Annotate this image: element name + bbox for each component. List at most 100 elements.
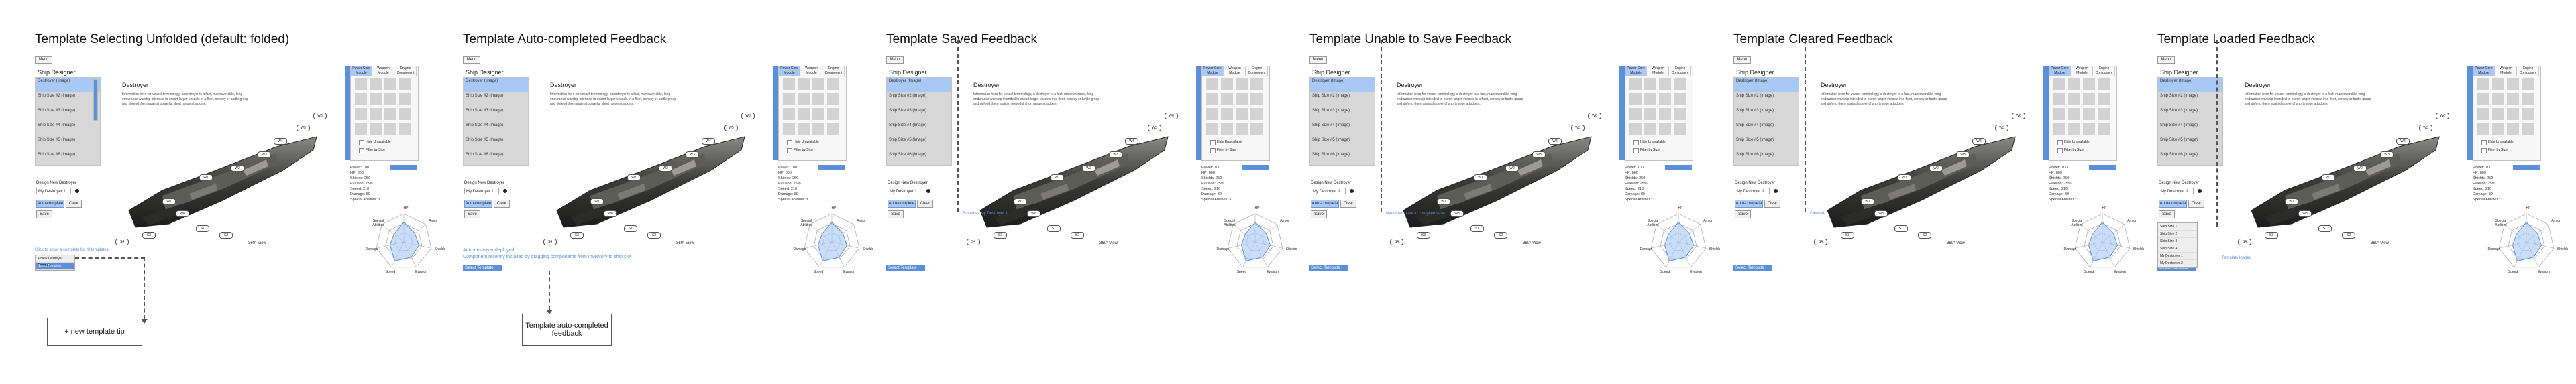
inventory-slot[interactable] (2083, 108, 2095, 120)
clear-button[interactable]: Clear (917, 200, 933, 208)
ship-slot-tag[interactable]: W6 (1165, 113, 1178, 119)
ship-list-item[interactable]: Ship Size #3 (Image) (889, 109, 927, 113)
inventory-slot[interactable] (2477, 78, 2489, 90)
ship-slot-tag[interactable]: W8 (1450, 210, 1464, 217)
inventory-slot[interactable] (2098, 78, 2110, 90)
inventory-slot[interactable] (355, 93, 367, 105)
ship-list-item[interactable]: Ship Size #6 (Image) (1312, 153, 1350, 157)
ship-list-item[interactable]: Ship Size #2 (Image) (466, 94, 504, 98)
ship-slot-tag[interactable]: W8 (1027, 210, 1040, 217)
inventory-slot[interactable] (1236, 93, 1248, 105)
inventory-tab[interactable]: Engine Component (1246, 66, 1268, 76)
ship-slot-tag[interactable]: S1 (2318, 225, 2332, 232)
inventory-slot[interactable] (2477, 93, 2489, 105)
ship-list-item[interactable]: Ship Size #2 (Image) (38, 94, 76, 98)
ship-slot-tag[interactable]: W3 (1109, 151, 1122, 158)
inventory-slot[interactable] (827, 108, 839, 120)
inventory-slot[interactable] (812, 108, 824, 120)
ship-slot-tag[interactable]: W8 (604, 210, 617, 217)
hide-unavailable-checkbox[interactable] (2057, 140, 2063, 145)
inventory-tab[interactable]: Weapon Module (801, 66, 822, 76)
save-button[interactable]: Save (464, 210, 480, 218)
inventory-slot[interactable] (384, 108, 396, 120)
ship-list-item[interactable]: Ship Size #5 (Image) (889, 138, 927, 142)
ship-slot-tag[interactable]: S3 (570, 232, 584, 239)
ship-list-item[interactable]: Ship Size #4 (Image) (889, 123, 927, 127)
inventory-slot[interactable] (783, 123, 795, 135)
inventory-slot[interactable] (812, 93, 824, 105)
inventory-slot[interactable] (2492, 123, 2504, 135)
ship-list-item[interactable]: Ship Size #3 (Image) (466, 109, 504, 113)
inventory-slot[interactable] (1644, 93, 1656, 105)
inventory-slot[interactable] (2477, 123, 2489, 135)
ship-slot-tag[interactable]: S3 (1417, 232, 1430, 239)
inventory-tab[interactable]: Power Core Module (2049, 66, 2071, 76)
inventory-slot[interactable] (798, 108, 810, 120)
ship-slot-tag[interactable]: W1 (627, 174, 641, 181)
inventory-slot[interactable] (783, 108, 795, 120)
inventory-slot[interactable] (1221, 108, 1233, 120)
ship-slot-tag[interactable]: S3 (994, 232, 1007, 239)
ship-slot-tag[interactable]: W2 (1082, 165, 1095, 172)
view-360-label[interactable]: 360° View (1099, 241, 1118, 245)
inventory-slot[interactable] (2492, 93, 2504, 105)
inventory-scrollbar[interactable] (1619, 66, 1625, 160)
filter-size-checkbox[interactable] (2057, 148, 2063, 153)
template-list-item[interactable]: Ship Size 1 (2158, 223, 2197, 231)
ship-slot-tag[interactable]: W6 (313, 113, 327, 119)
inventory-slot[interactable] (2098, 123, 2110, 135)
ship-slot-tag[interactable]: W4 (1125, 138, 1138, 145)
select-template-item[interactable]: Select Template (36, 263, 74, 270)
inventory-slot[interactable] (812, 123, 824, 135)
inventory-slot[interactable] (798, 123, 810, 135)
auto-complete-button[interactable]: Auto-complete (464, 200, 492, 208)
inventory-slot[interactable] (2522, 108, 2534, 120)
inventory-tab[interactable]: Power Core Module (2473, 66, 2495, 76)
inventory-tab[interactable]: Weapon Module (373, 66, 394, 76)
inventory-tab[interactable]: Weapon Module (2496, 66, 2517, 76)
inventory-scrollbar[interactable] (2467, 66, 2473, 160)
ship-slot-tag[interactable]: S2 (1071, 232, 1084, 239)
inventory-slot[interactable] (399, 108, 411, 120)
clear-button[interactable]: Clear (1340, 200, 1356, 208)
inventory-tab[interactable]: Power Core Module (1202, 66, 1224, 76)
ship-list-item[interactable]: Ship Size #2 (Image) (1736, 94, 1774, 98)
design-name-input[interactable]: My Destroyer 1 (1311, 188, 1346, 194)
inventory-tab[interactable]: Power Core Module (351, 66, 372, 76)
auto-complete-button[interactable]: Auto-complete (36, 200, 64, 208)
inventory-slot[interactable] (2507, 93, 2519, 105)
inventory-slot[interactable] (1206, 123, 1218, 135)
clear-button[interactable]: Clear (494, 200, 510, 208)
ship-slot-tag[interactable]: W1 (1474, 174, 1487, 181)
ship-list-item[interactable]: Ship Size #5 (Image) (466, 138, 504, 142)
ship-slot-tag[interactable]: W4 (2396, 138, 2410, 145)
ship-slot-tag[interactable]: W7 (2285, 198, 2298, 205)
inventory-tab[interactable]: Weapon Module (2072, 66, 2093, 76)
ship-slot-tag[interactable]: W6 (2012, 113, 2025, 119)
ship-list-scrollbar[interactable] (93, 79, 98, 121)
ship-list-item[interactable]: Ship Size #3 (Image) (2160, 109, 2198, 113)
view-360-label[interactable]: 360° View (676, 241, 694, 245)
design-name-input[interactable]: My Destroyer 1 (36, 188, 71, 194)
inventory-tab[interactable]: Power Core Module (1625, 66, 1647, 76)
inventory-slot[interactable] (1236, 123, 1248, 135)
inventory-tab[interactable]: Weapon Module (1648, 66, 1669, 76)
ship-list-item[interactable]: Destroyer (Image) (464, 78, 528, 92)
inventory-slot[interactable] (2053, 78, 2065, 90)
inventory-scrollbar[interactable] (1196, 66, 1201, 160)
ship-slot-tag[interactable]: S4 (2238, 239, 2251, 245)
ship-list-item[interactable]: Destroyer (Image) (1310, 78, 1375, 92)
ship-slot-tag[interactable]: W4 (1548, 138, 1562, 145)
ship-slot-tag[interactable]: W3 (1956, 151, 1970, 158)
ship-slot-tag[interactable]: S1 (196, 225, 209, 232)
filter-size-checkbox[interactable] (787, 148, 792, 153)
ship-list-item[interactable]: Ship Size #6 (Image) (889, 153, 927, 157)
ship-3d-image[interactable] (1397, 110, 1598, 237)
ship-list-item[interactable]: Ship Size #5 (Image) (1736, 138, 1774, 142)
inventory-slot[interactable] (827, 123, 839, 135)
ship-slot-tag[interactable]: W2 (1505, 165, 1519, 172)
ship-list-item[interactable]: Ship Size #6 (Image) (466, 153, 504, 157)
hide-unavailable-checkbox[interactable] (1210, 140, 1216, 145)
ship-slot-tag[interactable]: W3 (2380, 151, 2394, 158)
